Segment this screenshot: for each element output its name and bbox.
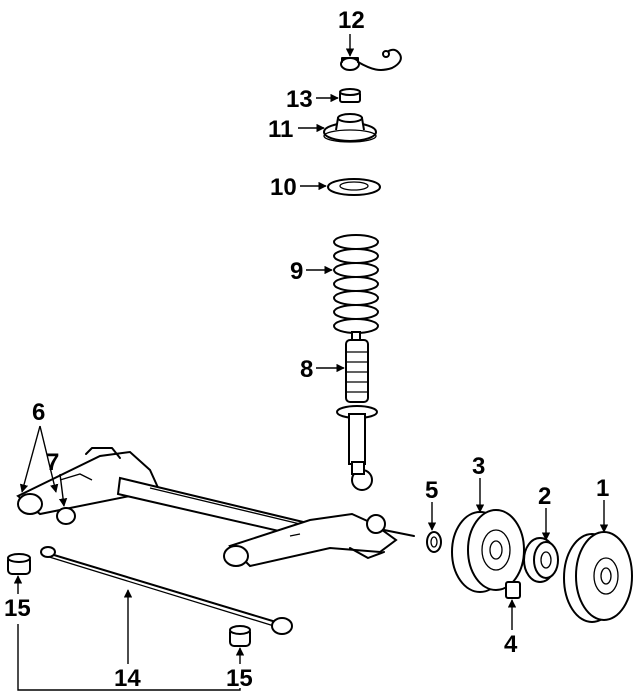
part-5-seal [426, 531, 442, 553]
callout-15-left: 15 [4, 595, 31, 622]
callout-5: 5 [425, 477, 438, 504]
callout-10: 10 [270, 174, 297, 201]
part-15-bushings [7, 553, 251, 647]
callout-3: 3 [472, 453, 485, 480]
callout-15-right: 15 [226, 665, 253, 692]
callout-9: 9 [290, 258, 303, 285]
part-4-nut [505, 581, 521, 599]
part-8-shock-absorber [336, 331, 378, 491]
callout-2: 2 [538, 483, 551, 510]
part-13-nut [339, 88, 361, 103]
part-1-brake-rotor [563, 531, 633, 623]
part-11-upper-mount [323, 113, 377, 143]
callout-13: 13 [286, 86, 313, 113]
callout-8: 8 [300, 356, 313, 383]
rear-axle-beam [16, 447, 415, 568]
part-14-lateral-rod [40, 546, 293, 635]
part-12-sensor-cap [340, 48, 402, 71]
callout-6: 6 [32, 399, 45, 426]
part-9-coil-spring [333, 234, 379, 334]
leader-lines [13, 34, 609, 691]
callout-12: 12 [338, 7, 365, 34]
part-10-spring-insulator [327, 178, 381, 196]
part-2-hub-bearing [523, 537, 559, 583]
callout-11: 11 [268, 116, 293, 143]
callout-14: 14 [114, 665, 141, 692]
callout-4: 4 [504, 631, 518, 658]
callout-1: 1 [596, 475, 609, 502]
part-3-brake-drum [451, 509, 525, 593]
callout-7: 7 [46, 449, 59, 476]
callout-labels: 12 13 11 10 9 8 6 7 5 3 2 1 4 15 14 15 [4, 7, 609, 692]
